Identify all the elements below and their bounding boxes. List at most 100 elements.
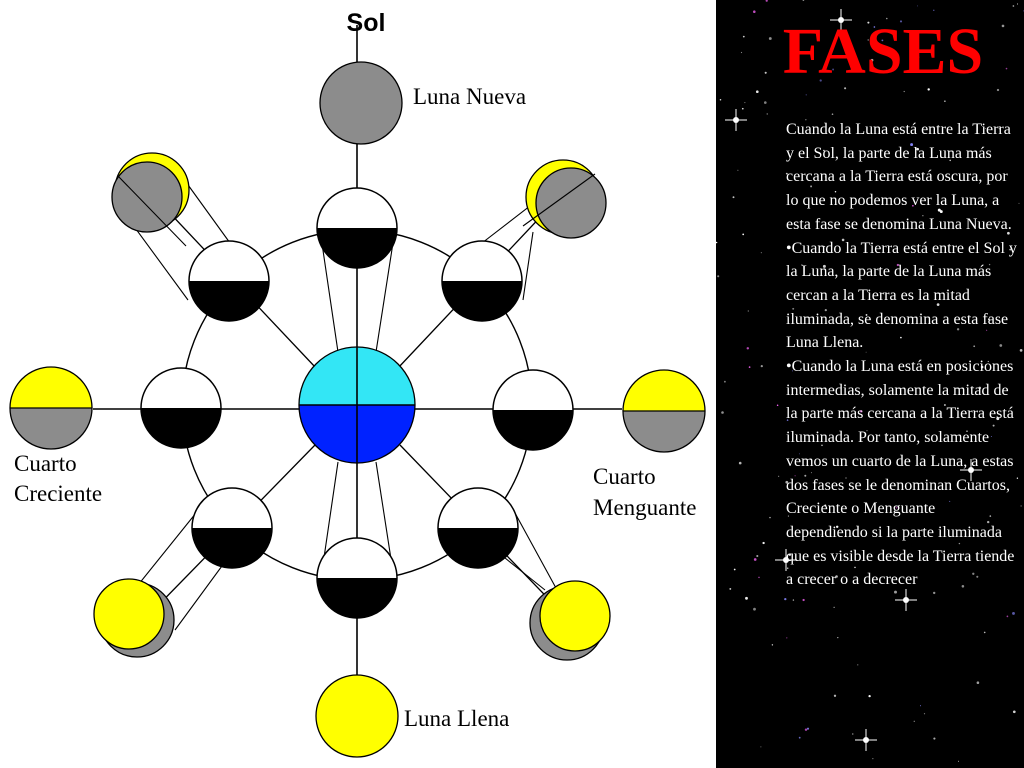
star xyxy=(1009,248,1012,251)
star xyxy=(799,453,800,455)
orbiting-moon xyxy=(437,487,519,570)
star xyxy=(1006,615,1009,618)
star xyxy=(990,436,992,437)
star xyxy=(820,534,822,536)
orbiting-moon xyxy=(316,187,398,270)
star xyxy=(917,5,919,7)
star xyxy=(721,411,724,414)
star xyxy=(973,345,976,348)
star xyxy=(764,71,767,74)
star xyxy=(824,308,827,312)
star xyxy=(923,713,926,715)
waning-crescent-moon-front xyxy=(535,167,607,239)
slide-title: FASES xyxy=(782,15,984,88)
star xyxy=(756,554,759,558)
moon-tangent-line xyxy=(522,231,534,301)
moon-dark-half-fill xyxy=(317,578,397,618)
star xyxy=(802,0,805,1)
star xyxy=(957,760,960,762)
star xyxy=(1001,24,1005,28)
full-moon-disc xyxy=(315,674,399,758)
star xyxy=(1018,202,1020,204)
star xyxy=(794,475,796,477)
star xyxy=(716,241,718,244)
star xyxy=(1016,3,1019,5)
bright-star xyxy=(895,589,917,611)
moon-dark-half-fill xyxy=(189,281,269,321)
star xyxy=(1007,231,1010,235)
star xyxy=(865,313,868,316)
star xyxy=(806,727,810,730)
star xyxy=(972,572,975,575)
waxing-gibbous-moon xyxy=(93,578,175,658)
moon-outline xyxy=(437,487,519,569)
star xyxy=(801,264,803,266)
moon-dark-half-fill xyxy=(493,410,573,450)
star xyxy=(922,215,924,217)
text-panel: FASES Cuando la Luna está entre la Tierr… xyxy=(716,0,1024,768)
star xyxy=(719,99,722,101)
star xyxy=(746,347,750,350)
moon-phases-diagram: Sol Luna Nueva Luna Llena Cuarto Crecien… xyxy=(0,0,716,768)
first-quarter-label-line1: Cuarto xyxy=(14,451,77,476)
star xyxy=(771,644,774,646)
star xyxy=(810,185,813,188)
last-quarter-label-line1: Cuarto xyxy=(593,464,656,489)
star xyxy=(933,737,936,740)
moon-outline xyxy=(316,537,398,619)
star xyxy=(894,590,897,594)
star xyxy=(988,263,991,266)
moon-dark-half-fill xyxy=(438,528,518,568)
star xyxy=(966,430,968,432)
moon-dark-half-fill xyxy=(192,528,272,568)
star xyxy=(949,159,951,162)
star xyxy=(788,553,791,556)
star xyxy=(776,404,779,407)
diagram-canvas: Sol Luna Nueva Luna Llena Cuarto Crecien… xyxy=(9,9,706,758)
star xyxy=(742,35,745,38)
star xyxy=(976,681,980,684)
star xyxy=(865,351,867,353)
star xyxy=(873,26,876,28)
star xyxy=(824,176,827,178)
star xyxy=(804,728,808,731)
star xyxy=(844,87,847,90)
star xyxy=(1012,611,1015,615)
star xyxy=(980,365,984,369)
earth xyxy=(298,346,416,464)
star xyxy=(786,567,789,570)
star xyxy=(857,664,859,666)
star xyxy=(831,113,834,115)
orbiting-moon xyxy=(140,367,222,450)
star xyxy=(792,599,795,601)
star xyxy=(732,196,735,199)
star xyxy=(1012,5,1015,7)
explanation-text: Cuando la Luna está entre la Tierra y el… xyxy=(786,118,1020,592)
orbiting-moon xyxy=(188,240,270,323)
star xyxy=(810,472,812,474)
star xyxy=(916,147,919,151)
moon-dark-half-fill xyxy=(141,408,221,448)
star xyxy=(753,607,756,611)
new-moon-label: Luna Nueva xyxy=(413,84,526,109)
star xyxy=(760,746,762,748)
star xyxy=(832,68,835,71)
waxing-crescent-moon xyxy=(111,152,190,233)
star xyxy=(852,733,854,735)
star xyxy=(867,39,869,41)
star xyxy=(837,637,839,639)
star xyxy=(845,477,847,479)
star xyxy=(976,575,979,578)
full-moon xyxy=(315,674,399,758)
first-quarter-moon-lit-half xyxy=(10,367,92,408)
star xyxy=(741,107,744,110)
star xyxy=(729,587,732,590)
moon-dark-half-fill xyxy=(317,228,397,268)
first-quarter-moon-dark-half xyxy=(10,408,92,449)
star xyxy=(900,336,902,339)
star xyxy=(822,264,826,268)
star xyxy=(1005,67,1008,70)
star xyxy=(919,705,922,707)
orbiting-moon xyxy=(316,537,398,620)
paragraph-quarters: •Cuando la Luna está en posiciones inter… xyxy=(786,358,1015,589)
